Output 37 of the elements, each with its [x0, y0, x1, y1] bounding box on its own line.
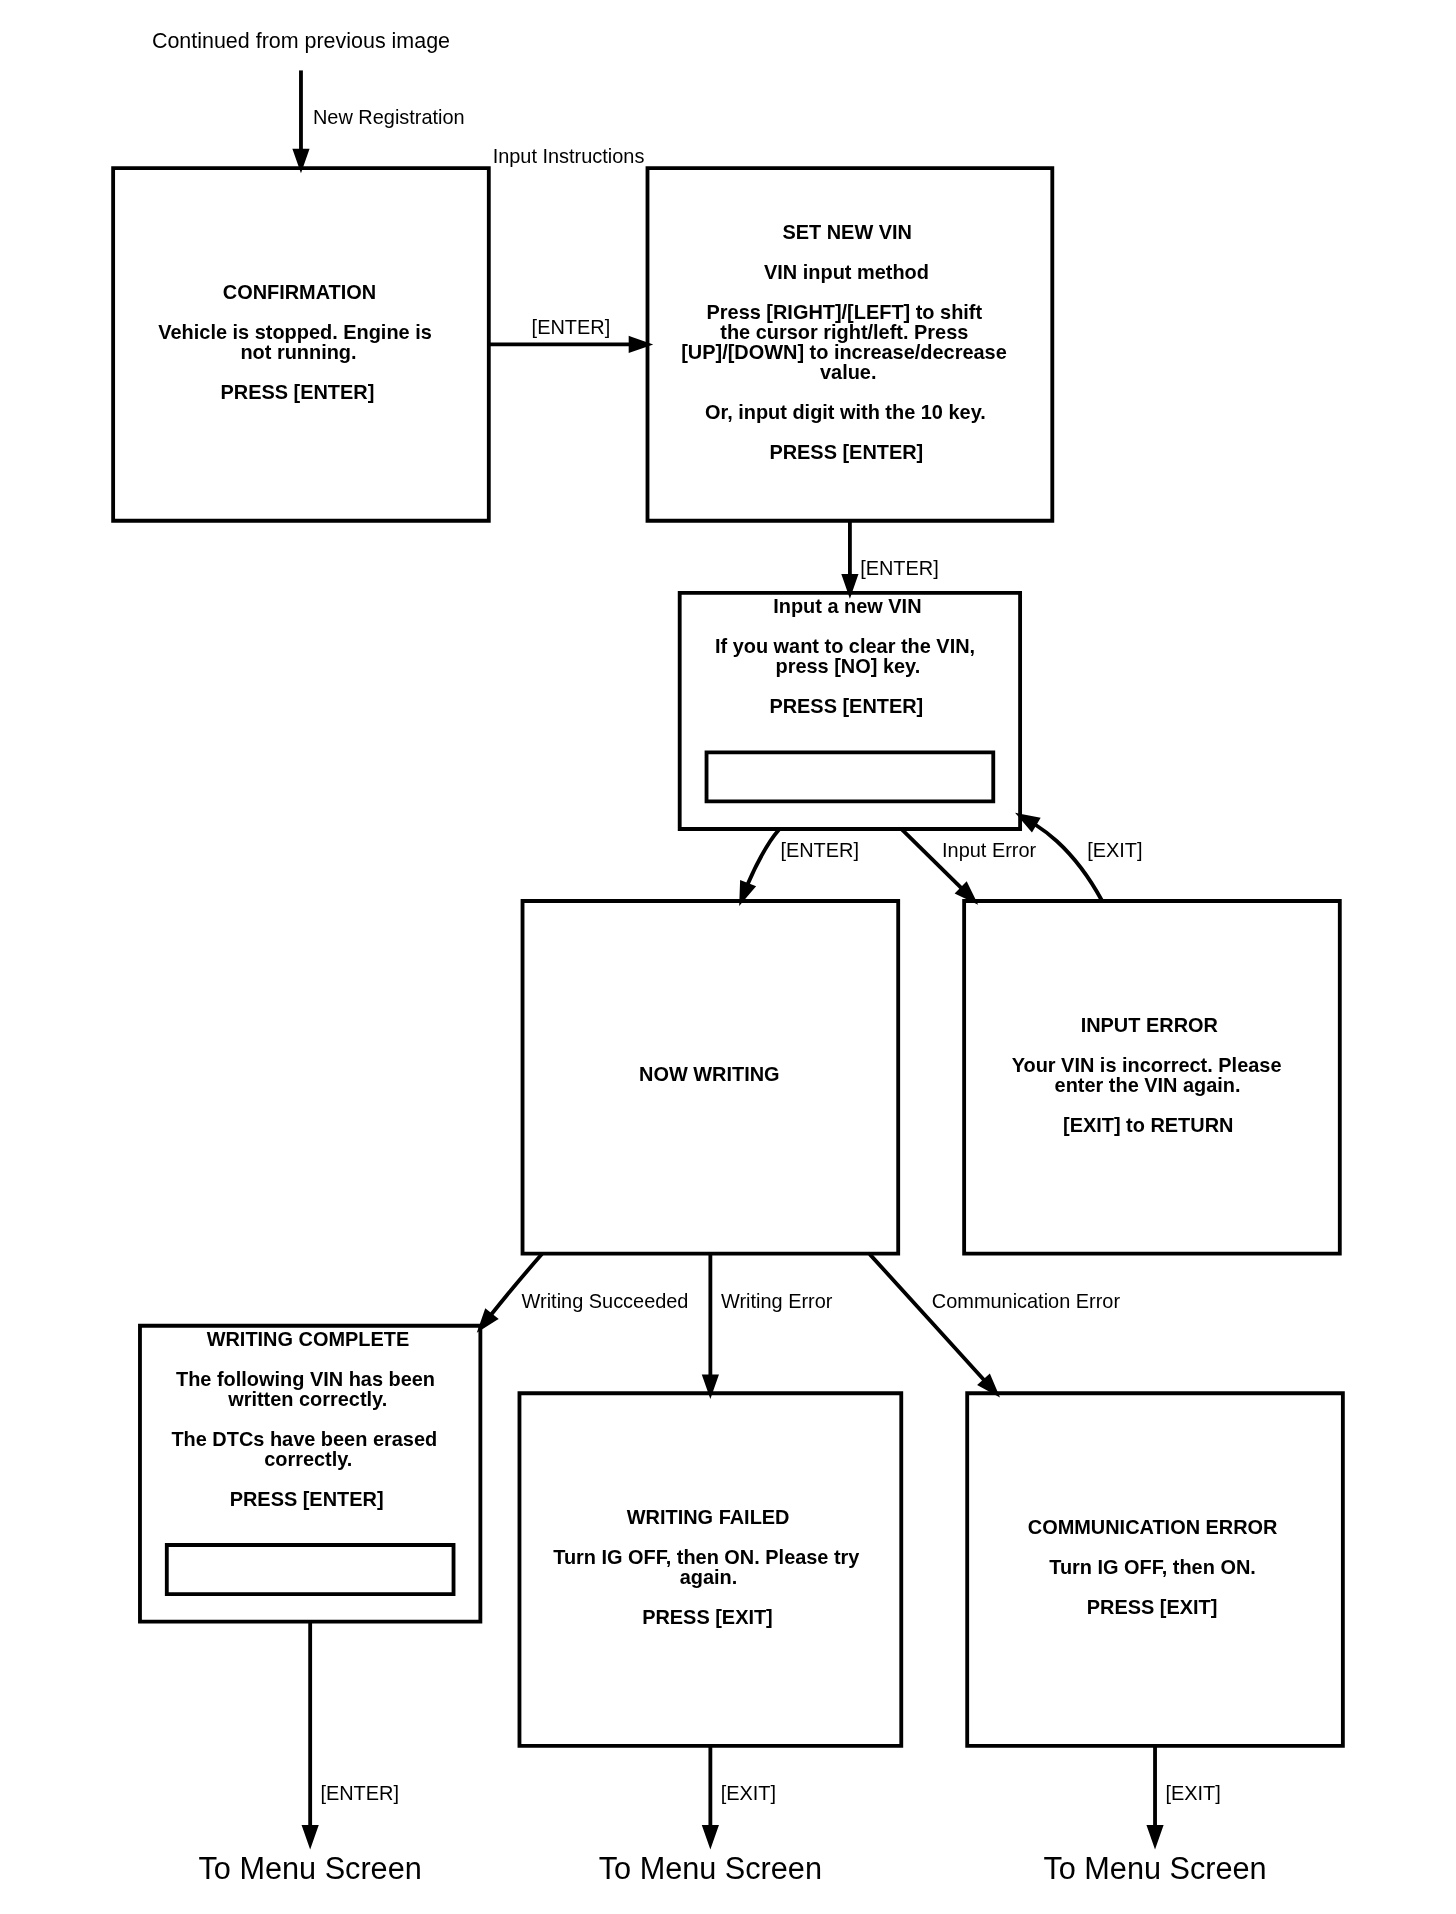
cluster: Input a new VIN If you want to clear the VIN, press [NO] key. PRESS [ENTER] [677, 590, 1022, 831]
arrow [868, 1252, 1001, 1398]
node-box: WRITING FAILED Turn IG OFF, then ON. Please try again. PRESS [EXIT] [517, 1391, 904, 1748]
edge-label: [EXIT] [1165, 1782, 1221, 1805]
arrow [841, 521, 859, 599]
arrow [701, 1254, 719, 1400]
node-label: Input Instructions [492, 144, 645, 167]
node-box: CONFIRMATION Vehicle is stopped. Engine is not running. PRESS [ENTER] [111, 166, 491, 523]
arrow [301, 1621, 319, 1850]
edge-label: [EXIT] [1087, 839, 1143, 862]
edge-label: Writing Succeeded [521, 1289, 689, 1312]
edge-label: Writing Error [721, 1289, 833, 1312]
edge-label: [ENTER] [531, 316, 611, 339]
node-box: COMMUNICATION ERROR Turn IG OFF, then ON. PRESS [EXIT] [965, 1391, 1345, 1748]
edge-label: [EXIT] [720, 1782, 777, 1805]
arrow [476, 1252, 544, 1333]
node-box: INPUT ERROR Your VIN is incorrect. Please enter the VIN again. [EXIT] to RETURN [962, 899, 1342, 1256]
arrow [489, 335, 654, 354]
edge-label: [ENTER] [780, 839, 859, 862]
node-text: To Menu Screen [598, 1851, 822, 1886]
node-box [164, 1543, 456, 1596]
node-box: NOW WRITING [520, 899, 901, 1256]
arrow [1015, 812, 1104, 902]
node-text: To Menu Screen [1043, 1851, 1267, 1886]
node-box [704, 750, 996, 804]
edge-label: New Registration [312, 106, 465, 129]
edge-label: [ENTER] [320, 1782, 399, 1805]
node-text: To Menu Screen [198, 1851, 422, 1886]
cluster: WRITING COMPLETE The following VIN has been written correctly. The DTCs have been erased correctly. PRESS [ENTER] [138, 1323, 483, 1624]
arrow [292, 70, 310, 174]
edge-label: Input Error [942, 839, 1037, 862]
arrow [1146, 1746, 1164, 1850]
edge-label: [ENTER] [860, 557, 939, 580]
edge-label: Communication Error [931, 1289, 1121, 1312]
arrow [701, 1746, 719, 1850]
node-box: SET NEW VIN VIN input method Press [RIGHT]/[LEFT] to shift the cursor right/left. Press [UP]/[DOWN] to increase/decrease value. Or, input digit with the 10 key. PRESS [ENTER] [645, 166, 1055, 523]
node-text: Continued from previous image [151, 29, 451, 54]
